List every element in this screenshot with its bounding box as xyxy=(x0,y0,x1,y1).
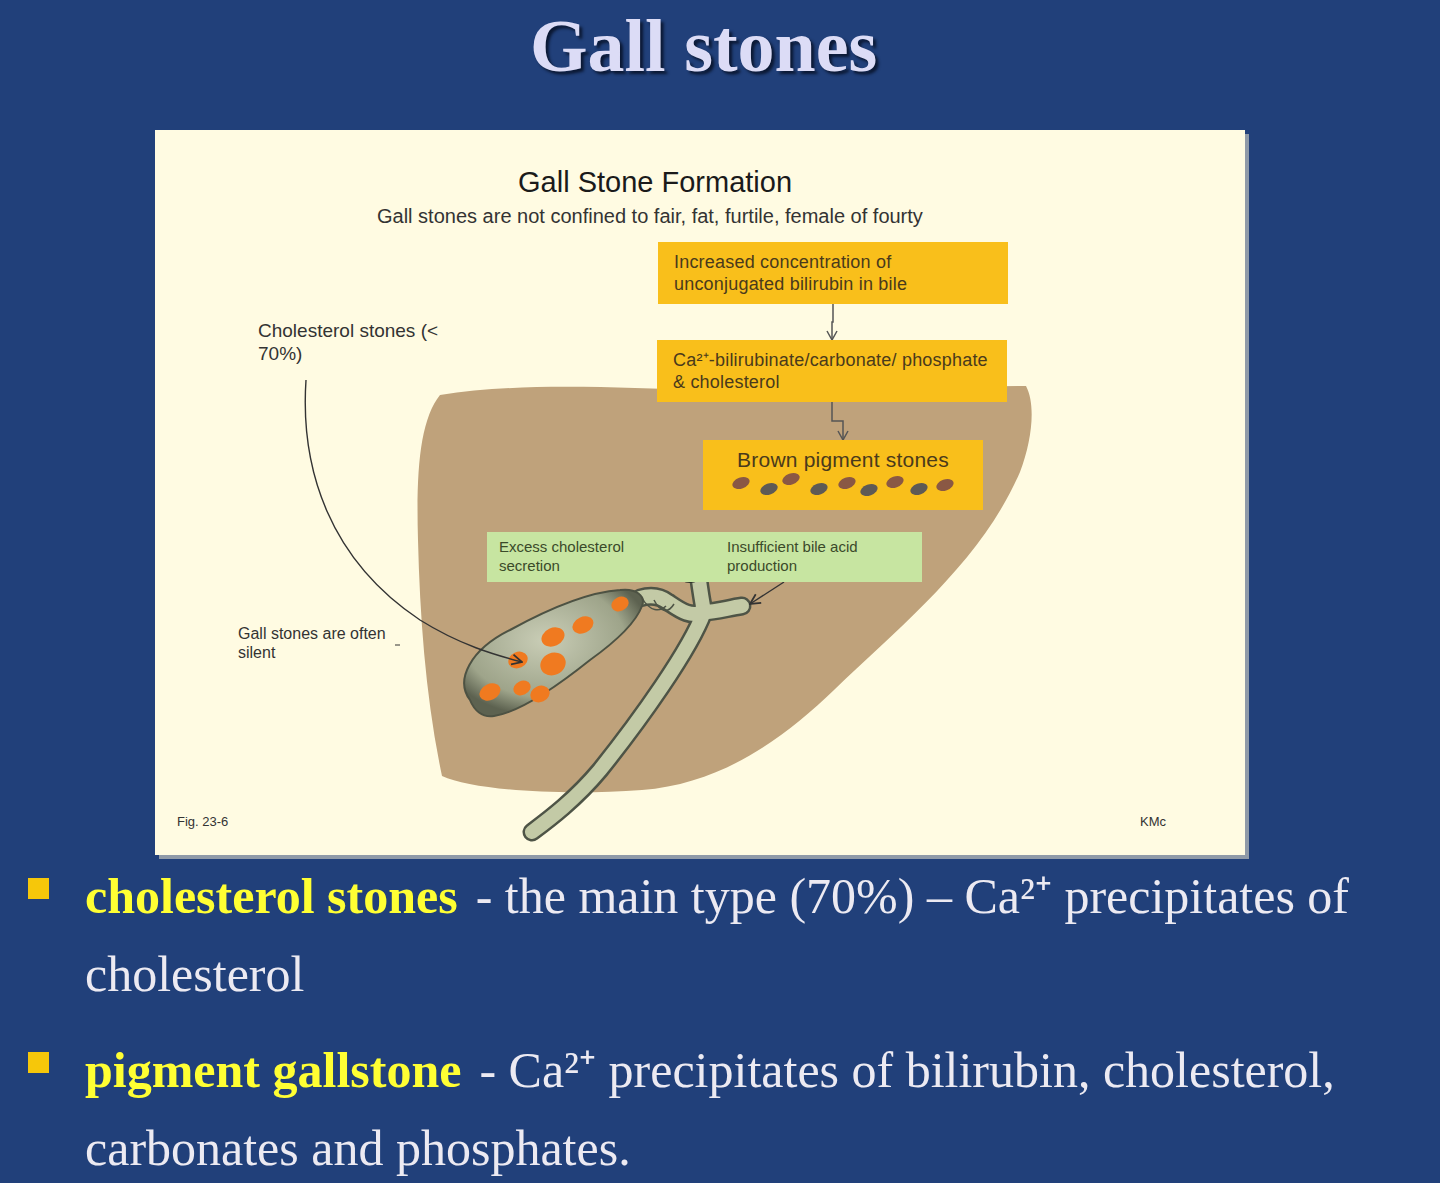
connector-layer xyxy=(155,130,1245,855)
pigment-stones xyxy=(719,471,965,501)
pigment-stone xyxy=(759,481,780,497)
pigment-stone xyxy=(837,475,858,491)
bile-duct xyxy=(640,596,704,614)
pigment-stone xyxy=(809,481,830,497)
cause-band: Excess cholesterol secretion Insufficient… xyxy=(487,532,922,582)
pigment-stone xyxy=(935,477,956,493)
cystic-duct xyxy=(642,598,674,610)
bullet-item: cholesterol stones- the main type (70%) … xyxy=(85,857,1385,1013)
bullet-term: pigment gallstone xyxy=(85,1042,461,1098)
bullet-item: pigment gallstone- Ca²⁺ precipitates of … xyxy=(85,1031,1385,1183)
slide-title: Gall stones xyxy=(530,4,877,89)
author-mark: KMc xyxy=(1140,814,1166,830)
figure-number: Fig. 23-6 xyxy=(177,814,228,830)
process-box: Increased concentration of unconjugated … xyxy=(658,242,1008,304)
flow-arrow xyxy=(832,304,833,340)
bullet-term: cholesterol stones xyxy=(85,868,458,924)
cholesterol-stone xyxy=(570,613,597,637)
process-box: Ca²⁺-bilirubinate/carbonate/ phosphate &… xyxy=(657,340,1007,402)
cholesterol-stone xyxy=(506,649,531,672)
pigment-stone xyxy=(731,475,752,491)
box-text: Ca²⁺-bilirubinate/carbonate/ phosphate &… xyxy=(673,349,991,393)
pigment-stone xyxy=(859,482,880,498)
cholesterol-stone xyxy=(609,594,631,614)
illustration xyxy=(155,130,1245,855)
cholesterol-stone xyxy=(538,624,567,650)
pigment-stone xyxy=(909,481,930,497)
cholesterol-stone xyxy=(511,678,533,698)
flow-arrow xyxy=(832,402,843,440)
bile-duct xyxy=(640,596,704,614)
bullet-square xyxy=(28,878,49,899)
box-text: Increased concentration of unconjugated … xyxy=(674,251,992,295)
figure-panel: Increased concentration of unconjugated … xyxy=(155,130,1245,855)
leader-line xyxy=(305,380,522,662)
pigment-stone xyxy=(781,471,802,487)
leader-line xyxy=(395,645,400,646)
liver xyxy=(418,386,1032,792)
pigment-stone xyxy=(885,474,906,490)
cholesterol-stone xyxy=(537,649,570,680)
band-text: Excess cholesterol secretion xyxy=(499,537,674,575)
box-text: Brown pigment stones xyxy=(719,449,967,471)
band-text: Insufficient bile acid production xyxy=(727,537,917,575)
leader-line xyxy=(750,582,784,604)
cholesterol-stone xyxy=(477,680,504,704)
callout-label: Cholesterol stones (< 70%) xyxy=(258,320,468,366)
figure-title: Gall Stone Formation xyxy=(518,166,792,199)
callout-label: Gall stones are often silent xyxy=(238,624,388,662)
figure-subtitle: Gall stones are not confined to fair, fa… xyxy=(377,205,923,228)
result-box: Brown pigment stones xyxy=(703,440,983,510)
cholesterol-stone xyxy=(528,683,553,706)
bullet-square xyxy=(28,1052,49,1073)
